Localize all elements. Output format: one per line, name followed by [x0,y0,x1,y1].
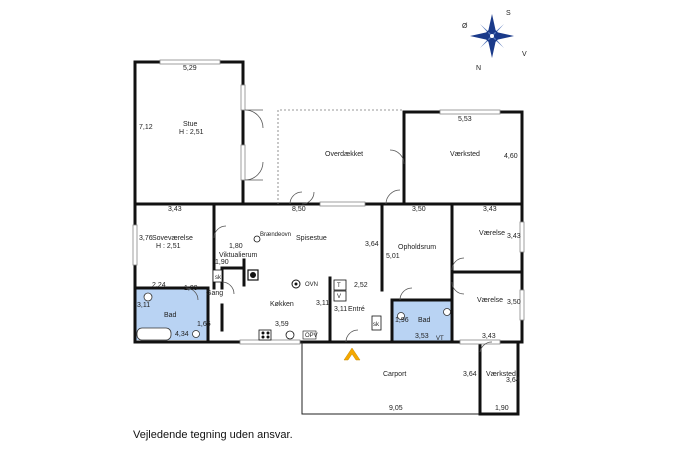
braendeovn-label: Brændeovn [260,232,291,238]
opv-label: OPV [305,333,318,339]
sk-box-right [371,315,382,331]
sink-icon [285,330,295,340]
entre-depth: 3,11 [334,306,347,313]
basin-right-icon [397,312,405,320]
compass-n-label: N [476,65,481,72]
vaerksted-top-name: Værksted [450,151,480,158]
koekken-width: 3,59 [275,321,289,328]
bad-right-width: 3,53 [415,333,429,340]
bad-left-depth: 3,11 [137,302,150,309]
vaerksted-top-depth: 4,60 [504,153,518,160]
gang-dim: 1,09 [184,285,198,292]
compass-o-label: Ø [462,23,468,30]
sk-right-label: sk [373,322,380,328]
vaerksted-bottom-width: 1,90 [495,405,509,412]
vaerksted-bottom-depth: 3,64 [506,377,520,384]
compass-v-label: V [522,51,527,58]
compass-rose-icon [470,14,514,58]
viktualierum-width: 1,80 [229,243,243,250]
stue-depth: 7,12 [139,124,153,131]
bathtub-icon [136,327,172,341]
basin-icon [143,292,153,302]
sovevaerelse-depth: 3,76 [139,235,153,242]
stue-width: 5,29 [183,65,197,72]
sovevaerelse-height: H : 2,51 [156,243,181,250]
opholdsrum-depth: 5,01 [386,253,400,260]
dryer-box [333,279,347,291]
dishwasher-box [302,330,317,340]
viktualierum-name: Viktualierum [219,252,258,259]
hob-icon [258,329,272,341]
vaerelse1-name: Værelse [479,230,505,237]
overdaekket-name: Overdækket [325,151,363,158]
bath-right-fill [392,300,452,342]
bad-left-width: 2,24 [152,282,166,289]
gang-name: Gang [206,290,223,297]
bad-right-dim: 1,96 [395,317,409,324]
disclaimer-text: Vejledende tegning uden ansvar. [133,429,293,441]
carport-depth: 3,64 [463,371,477,378]
vaerksted-bottom-name: Værksted [486,371,516,378]
fireplace-icon [253,235,261,243]
stove-icon [247,269,259,281]
stue-height: H : 2,51 [179,129,204,136]
overdaekket-outline [277,109,404,204]
sovevaerelse-name: Soveværelse [152,235,193,242]
entrance-arrow-icon [343,347,361,361]
opholdsrum-width: 3,50 [412,206,426,213]
vaerelse1-width: 3,43 [483,206,497,213]
sk-box-left [212,269,223,283]
spisestue-depth: 3,64 [365,241,379,248]
carport-name: Carport [383,371,406,378]
washer-box [333,290,347,302]
stue-name: Stue [183,121,198,128]
vaerelse2-depth: 3,50 [507,299,521,306]
viktualierum-depth: 1,90 [215,259,229,266]
sk-left-label: sk [215,275,222,281]
t-label: T [337,283,341,289]
entre-name: Entré [348,306,365,313]
v-label: V [337,294,341,300]
gang-dim2: 1,65 [197,321,211,328]
overdaekket-width: 8,50 [292,206,306,213]
spisestue-name: Spisestue [296,235,327,242]
bad-right-name: Bad [418,317,431,324]
stove-burner-icon [250,272,256,278]
vaerelse1-depth: 3,43 [507,233,521,240]
opholdsrum-name: Opholdsrum [398,244,436,251]
ovn-label: OVN [305,282,318,288]
vt-label: VT [436,336,444,342]
compass-s-label: S [506,10,511,17]
bad-left-bottom: 4,34 [175,331,189,338]
walls [133,60,524,416]
koekken-depth: 3,11 [316,300,329,307]
sovevaerelse-width: 3,43 [168,206,182,213]
bad-left-name: Bad [164,312,177,319]
toilet-icon [192,330,200,338]
carport-width: 9,05 [389,405,403,412]
entre-width: 2,52 [354,282,368,289]
toilet-right-icon [443,308,451,316]
vaerelse2-name: Værelse [477,297,503,304]
windows [132,59,525,345]
vaerksted-top-width: 5,53 [458,116,472,123]
doors [185,109,493,353]
vaerelse2-width: 3,43 [482,333,496,340]
koekken-name: Køkken [270,301,294,308]
